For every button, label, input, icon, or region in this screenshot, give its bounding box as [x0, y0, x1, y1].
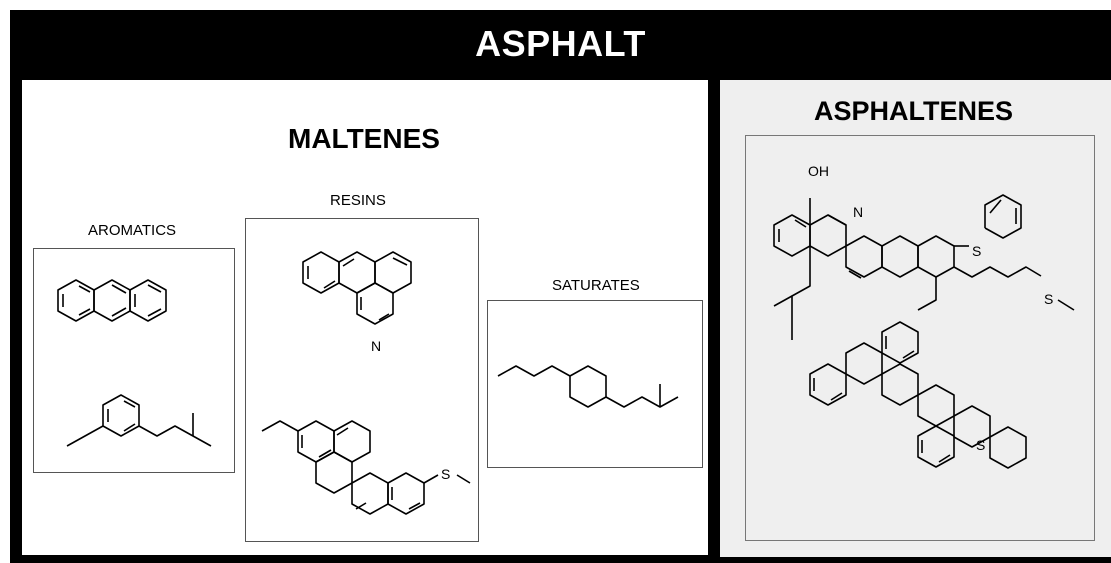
- saturates-label: SATURATES: [552, 277, 640, 294]
- hydroxyl-label: OH: [808, 163, 829, 179]
- asphaltene-molecule: [773, 194, 1075, 469]
- resins-label: RESINS: [330, 192, 386, 209]
- resin-sulfur-label: S: [441, 466, 450, 482]
- asph-sulfur-3-label: S: [976, 437, 985, 453]
- thio-phenanthrene-molecule: [261, 420, 471, 515]
- asph-sulfur-1-label: S: [972, 243, 981, 259]
- maltenes-heading: MALTENES: [288, 123, 440, 154]
- diagram-title: ASPHALT: [475, 23, 646, 64]
- asphaltenes-heading: ASPHALTENES: [814, 96, 1014, 126]
- title-bar: ASPHALT: [10, 10, 1111, 78]
- asphaltenes-panel: [720, 80, 1111, 557]
- asphaltenes-box: [745, 135, 1095, 541]
- aromatics-label: AROMATICS: [88, 222, 177, 239]
- saturates-box: [487, 300, 703, 468]
- asph-sulfur-2-label: S: [1044, 291, 1053, 307]
- alkylbenzene-molecule: [66, 394, 212, 447]
- resins-box: [245, 218, 479, 542]
- resin-nitrogen-label: N: [371, 338, 381, 354]
- asph-nitrogen-label: N: [853, 204, 863, 220]
- aromatics-box: [33, 248, 235, 473]
- saturate-molecule: [497, 365, 679, 408]
- anthracene-molecule: [57, 279, 167, 322]
- benzoquinoline-molecule: [302, 251, 412, 325]
